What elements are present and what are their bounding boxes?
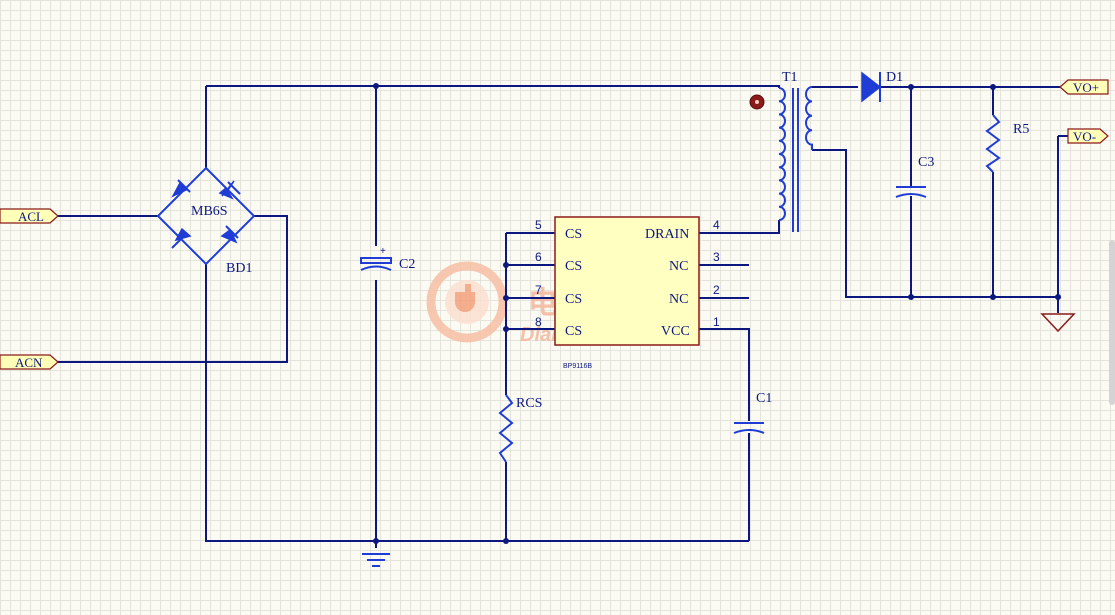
wire-acn	[58, 215, 288, 363]
ic-part-label: BP9116B	[563, 363, 592, 370]
resistor-rcs[interactable]: RCS	[498, 394, 542, 463]
transformer-t1[interactable]: T1	[749, 70, 813, 232]
pin-6-name: CS	[565, 259, 582, 274]
pin-1-name: VCC	[661, 324, 690, 339]
port-vo-plus[interactable]: VO+	[1059, 79, 1109, 95]
plug-icon	[455, 284, 475, 312]
pin-2-number: 2	[713, 283, 720, 297]
rcs-label: RCS	[516, 396, 542, 411]
pin-2-name: NC	[669, 292, 688, 307]
ground-symbol-secondary	[1040, 313, 1076, 333]
capacitor-c3[interactable]: C3	[895, 155, 934, 198]
port-acn-label: ACN	[15, 355, 43, 370]
port-acl[interactable]: ACL	[0, 208, 59, 224]
pin-5-number: 5	[535, 218, 542, 232]
pin-7-number: 7	[535, 283, 542, 297]
diode-d1[interactable]: D1	[861, 70, 903, 103]
vertical-scrollbar[interactable]	[1109, 240, 1115, 405]
c3-label: C3	[918, 155, 934, 170]
bridge-ref-label: BD1	[226, 261, 252, 276]
wire-sec-bottom	[812, 149, 1058, 298]
wires	[58, 85, 1068, 548]
bridge-rectifier-bd1[interactable]: MB6S BD1	[156, 166, 256, 276]
t1-label: T1	[782, 70, 798, 85]
wire-top-rail	[206, 85, 780, 88]
pin-6-number: 6	[535, 250, 542, 264]
capacitor-c1[interactable]: C1	[733, 391, 772, 434]
pin-8-name: CS	[565, 324, 582, 339]
c2-polarity-mark: +	[380, 246, 386, 257]
d1-label: D1	[886, 70, 903, 85]
port-vo-minus[interactable]: VO-	[1067, 128, 1109, 144]
pin-3-number: 3	[713, 250, 720, 264]
ic-bp9116b[interactable]: 5 CS 6 CS 7 CS 8 CS 4 DRAIN 3 NC 2 NC 1 …	[535, 216, 720, 370]
r5-label: R5	[1013, 122, 1029, 137]
port-acn[interactable]: ACN	[0, 354, 59, 370]
pin-8-number: 8	[535, 315, 542, 329]
c2-label: C2	[399, 257, 415, 272]
pin-5-name: CS	[565, 227, 582, 242]
port-acl-label: ACL	[18, 209, 44, 224]
pin-7-name: CS	[565, 292, 582, 307]
pin-4-number: 4	[713, 218, 720, 232]
bridge-part-label: MB6S	[191, 204, 228, 219]
c1-label: C1	[756, 391, 772, 406]
resistor-r5[interactable]: R5	[985, 114, 1029, 173]
port-vo-plus-label: VO+	[1073, 80, 1099, 95]
pin-1-number: 1	[713, 315, 720, 329]
ground-symbol-primary	[362, 553, 390, 567]
wire-bottom-rail	[205, 264, 749, 542]
wire-drain	[699, 220, 780, 234]
junctions	[373, 83, 1061, 544]
capacitor-c2[interactable]: + C2	[360, 246, 415, 272]
wire-vcc	[699, 328, 750, 421]
pin-3-name: NC	[669, 259, 688, 274]
port-vo-minus-label: VO-	[1073, 129, 1096, 144]
pin-4-name: DRAIN	[645, 227, 689, 242]
